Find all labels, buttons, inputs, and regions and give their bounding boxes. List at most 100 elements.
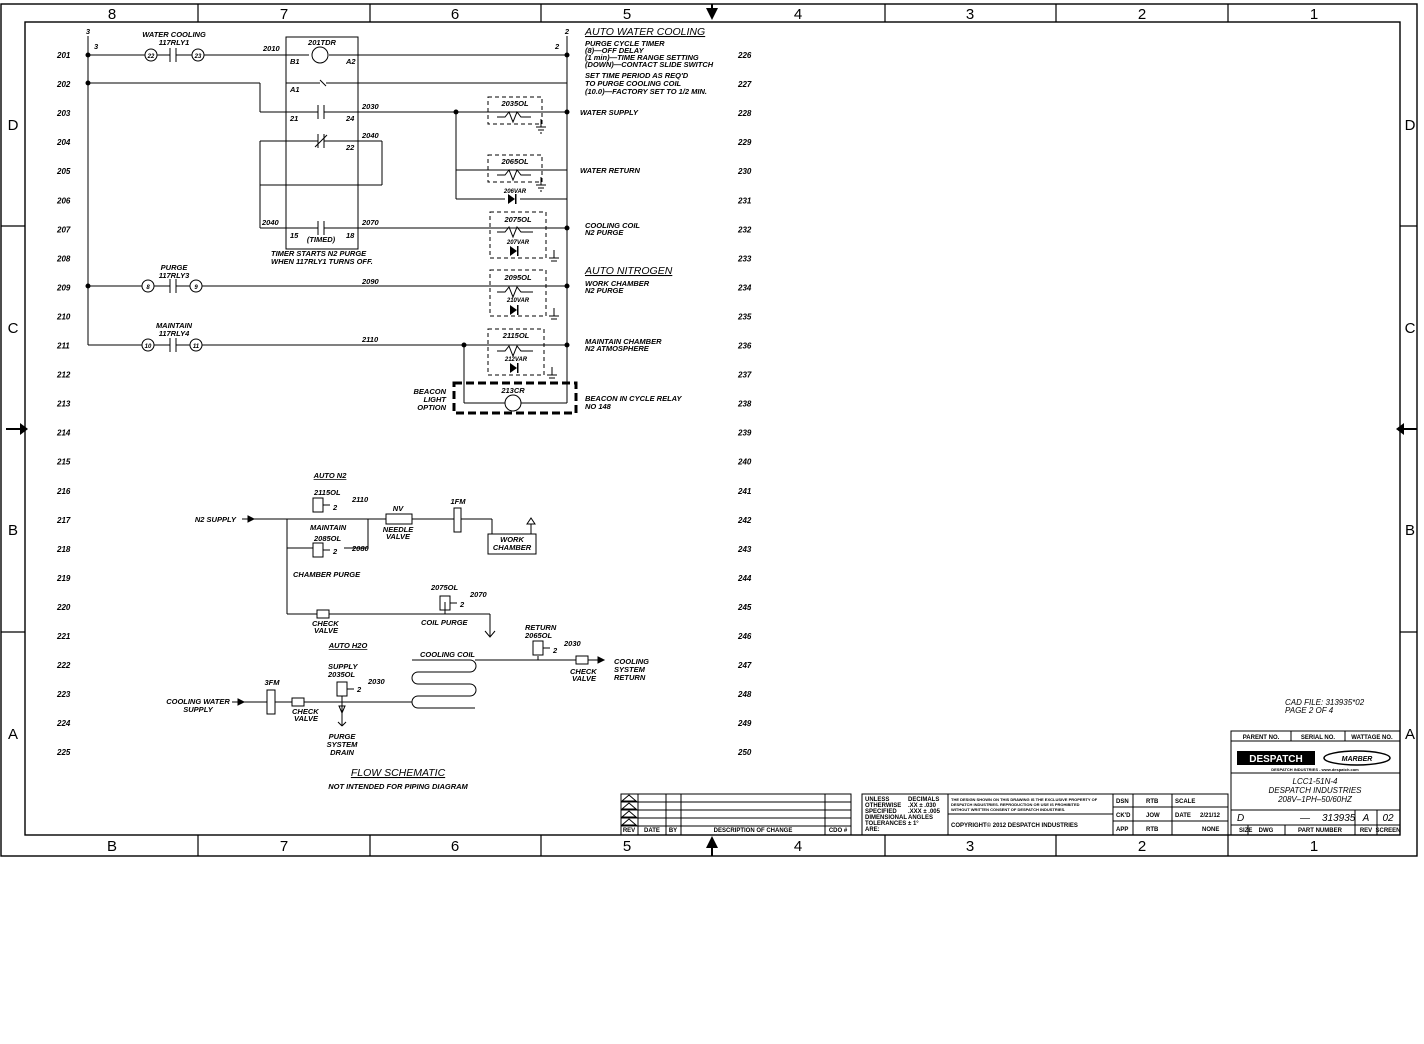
zone-top-5: 5 [623, 6, 631, 23]
wire-2090: 2090 [361, 277, 380, 286]
contact-24: 24 [345, 114, 355, 123]
sol-2075-wire: 2070 [469, 590, 488, 599]
sol-2095: 2095OL [503, 273, 532, 282]
parent-no-label: PARENT NO. [1243, 735, 1280, 741]
needle-valve-1: NEEDLE [383, 525, 414, 534]
purge-note-1: PURGE CYCLE TIMER [585, 39, 665, 48]
rung-number-right: 245 [737, 603, 752, 612]
wire-3: 3 [94, 42, 99, 51]
logo2-text: MARBER [1342, 756, 1373, 763]
rung-number-left: 216 [56, 487, 71, 496]
sign-ckd: CK'D [1116, 813, 1131, 819]
n2-supply-label: N2 SUPPLY [195, 515, 237, 524]
rev-header-date: DATE [644, 828, 660, 834]
prop-note-2: DESPATCH INDUSTRIES. REPRODUCTION OR USE… [951, 802, 1080, 807]
wattage-no-label: WATTAGE NO. [1351, 735, 1393, 741]
term-9: 9 [194, 285, 198, 291]
term-23: 23 [194, 54, 202, 60]
rev-header-desc: DESCRIPTION OF CHANGE [714, 828, 793, 834]
prop-note-3: WITHOUT WRITTEN CONSENT OF DESPATCH INDU… [951, 807, 1065, 812]
purge-note-4: (DOWN)—CONTACT SLIDE SWITCH [585, 60, 714, 69]
rung-number-right: 233 [737, 254, 752, 263]
center-arrows [6, 4, 1417, 856]
rung-number-right: 232 [737, 225, 752, 234]
rung-number-left: 212 [56, 371, 71, 380]
term-11: 11 [193, 344, 200, 350]
despatch-logo: DESPATCH MARBER DESPATCH INDUSTRIES - ww… [1237, 750, 1391, 772]
work-chamber-box-2: CHAMBER [493, 543, 532, 552]
zone-bottom-4: 4 [794, 838, 802, 855]
zone-bottom-7: 7 [280, 838, 288, 855]
chamber-purge-label: CHAMBER PURGE [293, 570, 361, 579]
zone-top-3: 3 [966, 6, 974, 23]
rung-number-left: 222 [56, 661, 71, 670]
bottom-rev-label: REV [1360, 828, 1372, 834]
timer-note-1: TIMER STARTS N2 PURGE [271, 249, 367, 258]
title-line-1: LCC1-51N-4 [1293, 777, 1338, 786]
rung-number-left: 209 [56, 283, 71, 292]
auto-h2o-heading: AUTO H2O [328, 641, 368, 650]
rung-number-left: 225 [56, 748, 71, 757]
outer-border [0, 3, 1418, 857]
rung-number-right: 226 [737, 51, 752, 60]
rung-number-right: 242 [737, 516, 752, 525]
check-valve-3a: CHECK [292, 707, 319, 716]
flow-piping [232, 497, 606, 727]
zone-right-b: B [1405, 522, 1415, 539]
sol-2075-flow: 2075OL [430, 583, 459, 592]
wire-2040b: 2040 [261, 218, 280, 227]
rung-number-left: 214 [56, 429, 71, 438]
dash-sep: — [1299, 813, 1311, 824]
check-valve-1b: VALVE [314, 626, 339, 635]
sign-ckd-name: JOW [1146, 813, 1160, 819]
rung-number-left: 223 [56, 690, 71, 699]
unless-4: DIMENSIONAL [865, 815, 907, 821]
sol-2065-num: 2 [552, 646, 558, 655]
bottom-dwg-label: DWG [1259, 828, 1274, 834]
wire-2030: 2030 [361, 102, 380, 111]
rung-number-right: 230 [737, 167, 752, 176]
supply-label-1: SUPPLY [328, 662, 358, 671]
needle-valve-2: VALVE [386, 532, 411, 541]
rung-number-left: 211 [56, 342, 70, 351]
rung-number-left: 202 [56, 80, 71, 89]
rung-number-right: 235 [737, 312, 752, 321]
sol-2085-num: 2 [332, 547, 338, 556]
return-label-1: RETURN [525, 623, 557, 632]
sign-app-name: RTB [1146, 827, 1159, 833]
page-label: PAGE 2 OF 4 [1285, 706, 1334, 715]
zone-bottom-1: 1 [1310, 838, 1318, 855]
wire-2-tag: 2 [564, 27, 570, 36]
wire-2: 2 [554, 42, 560, 51]
sol-2085-flow: 2085OL [313, 534, 342, 543]
purge-drain-2: SYSTEM [327, 740, 359, 749]
decimals-1: DECIMALS [908, 797, 939, 803]
zone-bottom-2: 2 [1138, 838, 1146, 855]
water-cooling-label: WATER COOLING [142, 30, 206, 39]
zone-left-b: B [8, 522, 18, 539]
timer-note-2: WHEN 117RLY1 TURNS OFF. [271, 257, 373, 266]
title-block-text: CAD FILE: 313935*02 PAGE 2 OF 4 REV DATE… [623, 698, 1393, 834]
sol-2075: 2075OL [503, 215, 532, 224]
zone-bottom-5: 5 [623, 838, 631, 855]
rung-number-right: 228 [737, 109, 752, 118]
timed-label: (TIMED) [307, 235, 336, 244]
rung-number-left: 224 [56, 719, 71, 728]
zone-top-8: 8 [108, 6, 116, 23]
rung-number-left: 205 [56, 167, 71, 176]
unless-2: OTHERWISE [865, 803, 901, 809]
rev-header-cdo: CDO # [829, 828, 848, 834]
purge-relay: 117RLY3 [159, 271, 190, 280]
term-10: 10 [145, 344, 152, 350]
solenoid-boxes [487, 96, 547, 376]
bottom-size-label: SIZE [1239, 828, 1252, 834]
rung-number-right: 229 [737, 138, 752, 147]
solenoid-symbols [497, 111, 559, 379]
auto-n2-heading: AUTO N2 [313, 471, 348, 480]
wire-3-tag: 3 [86, 27, 91, 36]
term-8: 8 [146, 285, 150, 291]
rung-number-right: 246 [737, 632, 752, 641]
title-line-3: 208V–1PH–50/60HZ [1277, 795, 1353, 804]
sol-2085-wire: 2080 [351, 544, 370, 553]
timer-b1: B1 [290, 57, 300, 66]
